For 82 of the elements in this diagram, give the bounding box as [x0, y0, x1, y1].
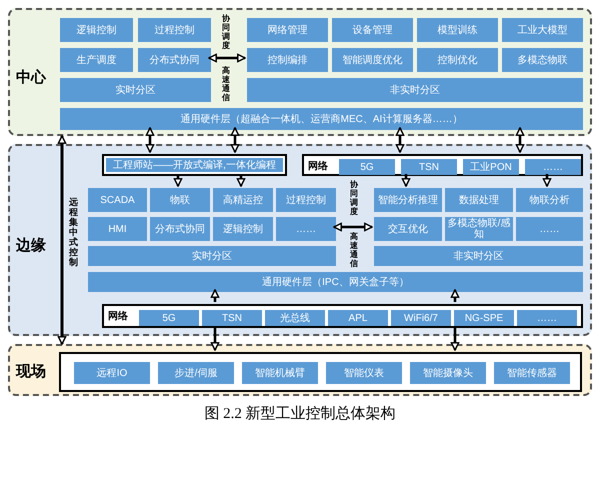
function-box: 控制优化: [417, 48, 498, 72]
function-box: 5G: [139, 310, 199, 326]
function-box: 智能分析推理: [374, 188, 442, 212]
function-box: ……: [516, 217, 583, 241]
function-box: 远程IO: [74, 362, 150, 384]
arrow: [236, 174, 246, 187]
layer-title: 中心: [16, 68, 46, 87]
layer-band: [8, 344, 592, 396]
function-box: 逻辑控制: [60, 18, 133, 42]
function-box: 物联: [150, 188, 210, 212]
function-box: 交互优化: [374, 217, 442, 241]
function-box: TSN: [202, 310, 262, 326]
double-arrow: [333, 222, 373, 232]
function-box: 逻辑控制: [213, 217, 273, 241]
double-arrow: [208, 54, 246, 62]
double-arrow: [396, 127, 404, 153]
function-box: 非实时分区: [247, 78, 583, 102]
function-box: 多模态物联/感知: [445, 217, 513, 241]
network-panel: [102, 304, 583, 328]
function-box: ……: [525, 159, 581, 175]
function-box: 智能调度优化: [332, 48, 413, 72]
device-frame: [59, 352, 582, 392]
function-box: 物联分析: [516, 188, 583, 212]
function-box: WiFi6/7: [391, 310, 451, 326]
function-box: 网络管理: [247, 18, 328, 42]
function-box: 步进/伺服: [158, 362, 234, 384]
function-box: 5G: [339, 159, 395, 175]
layer-title: 边缘: [16, 236, 46, 255]
function-box: TSN: [401, 159, 457, 175]
annotation-text: 高速通信: [350, 232, 359, 268]
function-box: 模型训练: [417, 18, 498, 42]
function-box: 实时分区: [88, 246, 336, 266]
function-box: 过程控制: [138, 18, 211, 42]
annotation-text: 高速通信: [222, 66, 231, 102]
function-box: 智能摄像头: [410, 362, 486, 384]
function-box: 数据处理: [445, 188, 513, 212]
function-box: ……: [517, 310, 577, 326]
arrow: [450, 326, 460, 351]
function-box: 智能仪表: [326, 362, 402, 384]
function-box: 多模态物联: [502, 48, 583, 72]
function-box: APL: [328, 310, 388, 326]
annotation-text: 协同调度: [350, 180, 359, 216]
function-box: 非实时分区: [374, 246, 583, 266]
function-box: 生产调度: [60, 48, 133, 72]
function-box: 通用硬件层（超融合一体机、运营商MEC、AI计算服务器……）: [60, 108, 583, 130]
arrow: [542, 174, 552, 187]
layer-band: [8, 144, 592, 336]
function-box: ……: [276, 217, 336, 241]
function-box: 高精运控: [213, 188, 273, 212]
function-box: 分布式协同: [150, 217, 210, 241]
function-box: 实时分区: [60, 78, 211, 102]
function-box: 智能传感器: [494, 362, 570, 384]
function-box: SCADA: [88, 188, 147, 212]
function-box: 过程控制: [276, 188, 336, 212]
function-box: 设备管理: [332, 18, 413, 42]
engineering-station-box: 工程师站——开放式编译,一体化编程: [102, 154, 287, 176]
function-box: 分布式协同: [138, 48, 211, 72]
double-arrow: [146, 127, 154, 153]
function-box: HMI: [88, 217, 147, 241]
double-arrow: [230, 127, 240, 153]
network-panel: [302, 154, 583, 176]
function-box: 工业大模型: [502, 18, 583, 42]
layer-title: 现场: [16, 362, 46, 381]
figure-caption: 图 2.2 新型工业控制总体架构: [203, 404, 397, 423]
function-box: 光总线: [265, 310, 325, 326]
function-box: 通用硬件层（IPC、网关盒子等）: [88, 272, 583, 292]
function-box: 智能机械臂: [242, 362, 318, 384]
layer-band: [8, 8, 592, 136]
arrow: [210, 289, 220, 302]
arrow: [210, 326, 220, 351]
function-box: NG-SPE: [454, 310, 514, 326]
function-box: 工业PON: [463, 159, 519, 175]
network-title: 网络: [108, 310, 128, 323]
arrow: [174, 174, 182, 187]
annotation-text: 协同调度: [222, 14, 231, 50]
edge-label: 远程集中式控制: [69, 196, 79, 268]
arrow: [402, 174, 410, 187]
function-box: 控制编排: [247, 48, 328, 72]
arrow: [450, 289, 460, 302]
double-arrow: [516, 127, 524, 153]
network-title: 网络: [308, 160, 328, 173]
double-arrow: [58, 135, 66, 345]
